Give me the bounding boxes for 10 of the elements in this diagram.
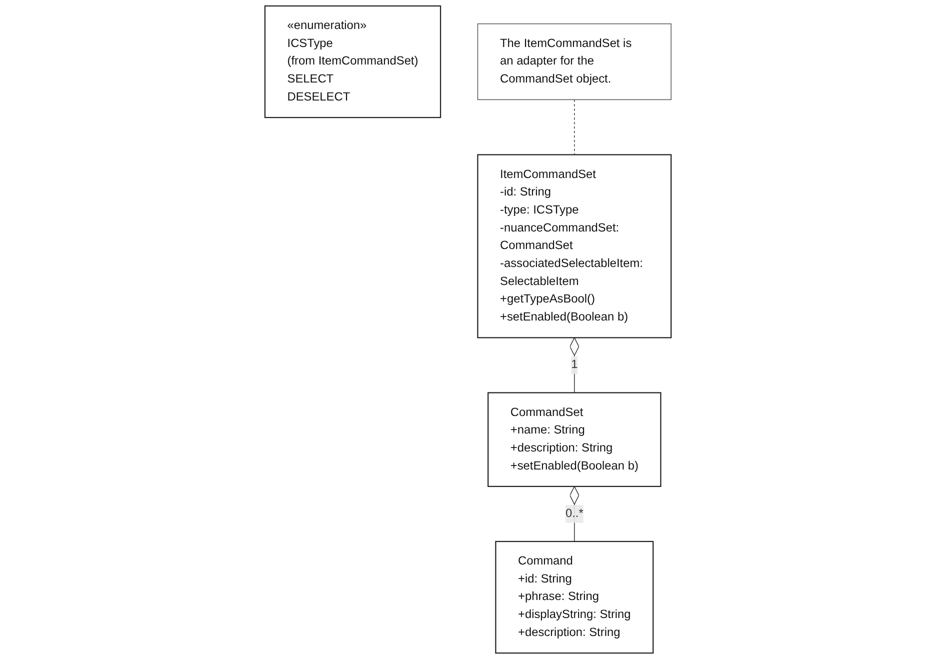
edge-label: 1	[572, 358, 578, 372]
connector	[570, 486, 580, 542]
connector	[570, 337, 580, 394]
node-box: The ItemCommandSet is an adapter for the CommandSet object.	[478, 23, 672, 100]
connector	[574, 99, 576, 156]
node-box: Command +id: String +phrase: String +displayString: String +description: String	[496, 540, 654, 654]
edge-label: 0..*	[566, 507, 584, 520]
node-box: CommandSet +name: String +description: String +setEnabled(Boolean b)	[488, 392, 662, 487]
node-box: «enumeration» ICSType (from ItemCommandSet) SELECT DESELECT	[264, 5, 442, 118]
node-box: ItemCommandSet -id: String -type: ICSType -nuanceCommandSet: CommandSet -associatedSelectableItem: SelectableItem +getTypeAsBool() +setEnabled(Boolean b)	[478, 154, 672, 338]
